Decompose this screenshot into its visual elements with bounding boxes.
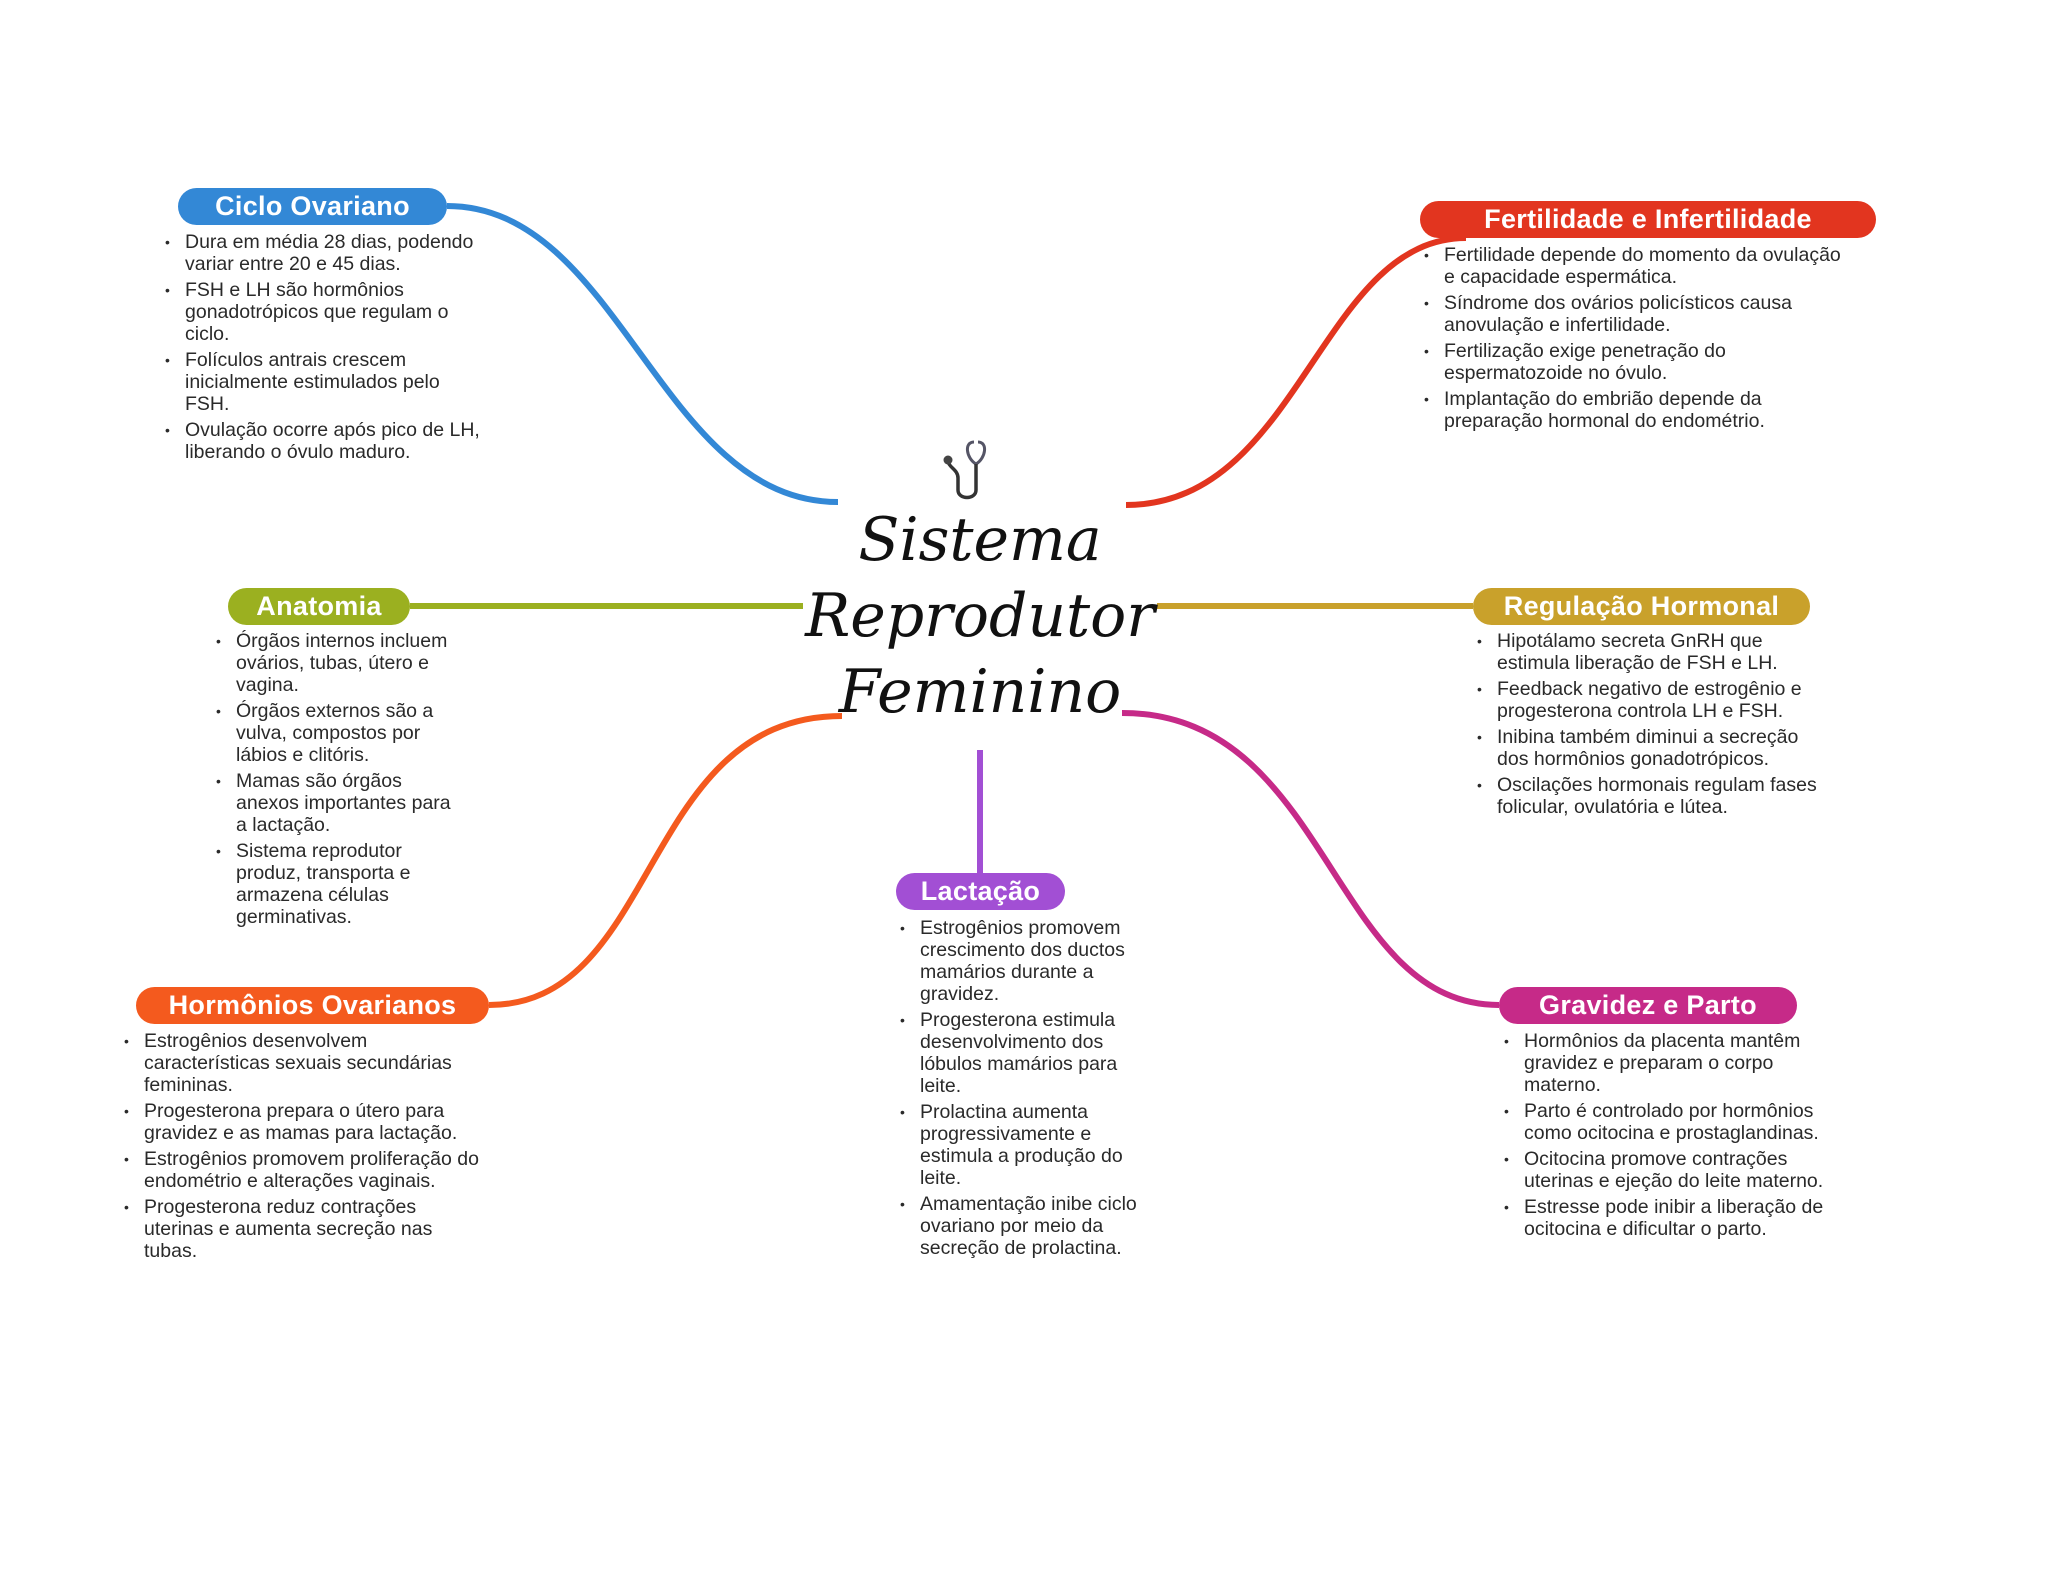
fertilidade-list: Fertilidade depende do momento da ovulaç… xyxy=(1420,244,1854,436)
list-item: Sistema reprodutor produz, transporta e … xyxy=(216,840,466,928)
list-item: Progesterona estimula desenvolvimento do… xyxy=(900,1009,1160,1097)
list-item: Prolactina aumenta progressivamente e es… xyxy=(900,1101,1160,1189)
list-item: Amamentação inibe ciclo ovariano por mei… xyxy=(900,1193,1160,1259)
list-item: Estrogênios desenvolvem características … xyxy=(124,1030,489,1096)
title-line-3: Feminino xyxy=(838,657,1122,727)
list-item: FSH e LH são hormônios gonadotrópicos qu… xyxy=(165,279,485,345)
list-item: Implantação do embrião depende da prepar… xyxy=(1424,388,1854,432)
list-item: Dura em média 28 dias, podendo variar en… xyxy=(165,231,485,275)
topic-lactacao[interactable]: Lactação xyxy=(896,873,1065,910)
list-item: Órgãos externos são a vulva, compostos p… xyxy=(216,700,466,766)
topic-fertilidade-infertilidade[interactable]: Fertilidade e Infertilidade xyxy=(1420,201,1876,238)
link-hormonios xyxy=(488,713,843,1008)
list-item: Progesterona reduz contrações uterinas e… xyxy=(124,1196,489,1262)
topic-hormonios-ovarianos[interactable]: Hormônios Ovarianos xyxy=(136,987,489,1024)
list-item: Ocitocina promove contrações uterinas e … xyxy=(1504,1148,1854,1192)
list-item: Hormônios da placenta mantêm gravidez e … xyxy=(1504,1030,1854,1096)
list-item: Mamas são órgãos anexos importantes para… xyxy=(216,770,466,836)
list-item: Estrogênios promovem proliferação do end… xyxy=(124,1148,489,1192)
hormonios-list: Estrogênios desenvolvem características … xyxy=(120,1030,489,1266)
topic-anatomia[interactable]: Anatomia xyxy=(228,588,410,625)
topic-gravidez-parto[interactable]: Gravidez e Parto xyxy=(1499,987,1797,1024)
list-item: Estrogênios promovem crescimento dos duc… xyxy=(900,917,1160,1005)
title-line-2: Reprodutor xyxy=(805,581,1155,651)
central-title: Sistema Reprodutor Feminino xyxy=(780,502,1180,730)
list-item: Síndrome dos ovários policísticos causa … xyxy=(1424,292,1854,336)
list-item: Folículos antrais crescem inicialmente e… xyxy=(165,349,485,415)
topic-regulacao-hormonal[interactable]: Regulação Hormonal xyxy=(1473,588,1810,625)
list-item: Inibina também diminui a secreção dos ho… xyxy=(1477,726,1832,770)
list-item: Ovulação ocorre após pico de LH, liberan… xyxy=(165,419,485,463)
list-item: Fertilidade depende do momento da ovulaç… xyxy=(1424,244,1854,288)
list-item: Oscilações hormonais regulam fases folic… xyxy=(1477,774,1832,818)
link-ciclo xyxy=(446,203,839,505)
list-item: Fertilização exige penetração do esperma… xyxy=(1424,340,1854,384)
anatomia-list: Órgãos internos incluem ovários, tubas, … xyxy=(212,630,466,932)
list-item: Hipotálamo secreta GnRH que estimula lib… xyxy=(1477,630,1832,674)
title-line-1: Sistema xyxy=(858,505,1102,575)
regulacao-list: Hipotálamo secreta GnRH que estimula lib… xyxy=(1473,630,1832,822)
stethoscope-icon xyxy=(940,438,1002,504)
ciclo-ovariano-list: Dura em média 28 dias, podendo variar en… xyxy=(161,231,485,467)
list-item: Parto é controlado por hormônios como oc… xyxy=(1504,1100,1854,1144)
list-item: Progesterona prepara o útero para gravid… xyxy=(124,1100,489,1144)
link-fertilidade xyxy=(1125,235,1467,508)
topic-ciclo-ovariano[interactable]: Ciclo Ovariano xyxy=(178,188,447,225)
list-item: Estresse pode inibir a liberação de ocit… xyxy=(1504,1196,1854,1240)
list-item: Feedback negativo de estrogênio e proges… xyxy=(1477,678,1832,722)
gravidez-list: Hormônios da placenta mantêm gravidez e … xyxy=(1500,1030,1854,1244)
lactacao-list: Estrogênios promovem crescimento dos duc… xyxy=(896,917,1160,1263)
list-item: Órgãos internos incluem ovários, tubas, … xyxy=(216,630,466,696)
link-gravidez xyxy=(1121,710,1500,1008)
